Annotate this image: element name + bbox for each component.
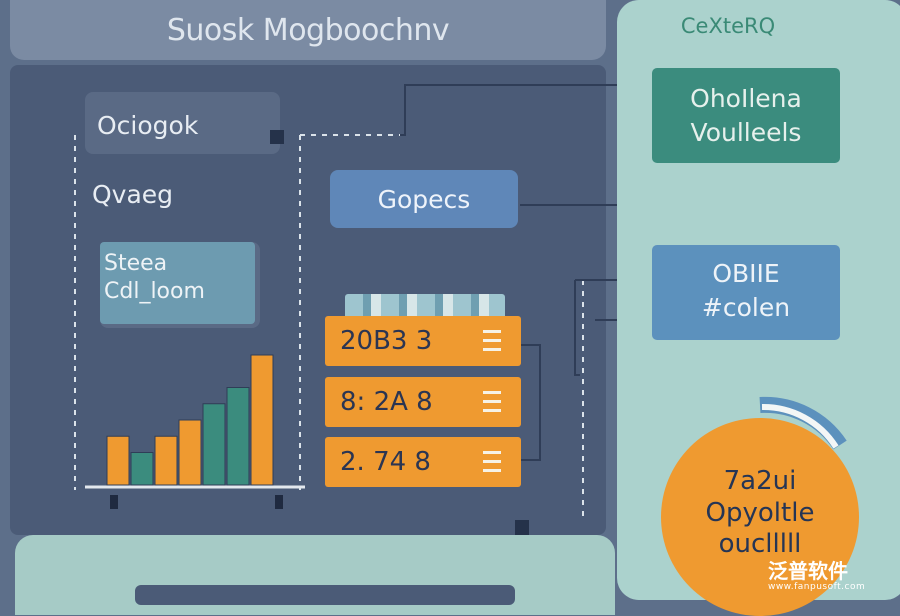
- watermark-brand: 泛普软件: [768, 559, 848, 583]
- x-axis-tick-right: [275, 495, 283, 509]
- menu-lines-icon: [483, 391, 501, 418]
- bar-6: [226, 387, 250, 486]
- bar-5: [202, 403, 226, 486]
- right-panel-title: CeXteRQ: [680, 14, 776, 38]
- value-tile-1: 20B3 3: [325, 316, 521, 366]
- green-box-line-2: Voulleels: [690, 117, 802, 147]
- circle-line-1: 7a2ui: [723, 466, 797, 496]
- value-tile-3: 2. 74 8: [325, 437, 521, 487]
- x-axis-tick-left: [110, 495, 118, 509]
- bottom-inner-bar: [135, 585, 515, 605]
- header-title: Suosk Mogboochnv: [10, 0, 606, 60]
- stats-card: Steea Cdl_loom: [100, 242, 255, 324]
- label-top: Ociogok: [97, 110, 199, 140]
- gopecs-button[interactable]: Gopecs: [330, 170, 518, 228]
- label-card-top: [85, 92, 280, 154]
- bar-chart: [85, 354, 305, 509]
- orange-circle-badge: 7a2ui Opyoltle ouclllll: [661, 418, 859, 616]
- stats-line-1: Steea: [104, 251, 168, 276]
- menu-lines-icon: [483, 451, 501, 478]
- watermark-site: www.fanpusoft.com: [768, 582, 866, 592]
- value-tile-1-text: 20B3 3: [340, 326, 433, 356]
- bar-3: [154, 435, 178, 486]
- value-tile-2: 8: 2A 8: [325, 377, 521, 427]
- watermark-logo: 泛普软件 www.fanpusoft.com: [768, 555, 898, 595]
- bar-7: [250, 354, 274, 486]
- blue-box-line-1: OBIIE: [712, 259, 780, 288]
- green-box-line-1: OhoIlena: [690, 84, 802, 113]
- circle-line-2: Opyoltle: [705, 497, 815, 528]
- bar-1: [106, 435, 130, 486]
- tile-stack-top: [345, 294, 505, 318]
- gauge-arc-icon: [759, 396, 847, 450]
- value-tile-2-text: 8: 2A 8: [340, 387, 433, 417]
- label-average: Qvaeg: [92, 180, 174, 209]
- menu-lines-icon: [483, 330, 501, 357]
- blue-box-line-2: #colen: [701, 292, 791, 322]
- value-tile-3-text: 2. 74 8: [340, 447, 431, 477]
- bar-4: [178, 419, 202, 486]
- circle-line-3: ouclllll: [718, 529, 802, 560]
- green-info-box[interactable]: OhoIlena Voulleels: [652, 68, 840, 163]
- blue-info-box[interactable]: OBIIE #colen: [652, 245, 840, 340]
- stats-line-2: Cdl_loom: [104, 278, 205, 304]
- bar-2: [130, 452, 154, 486]
